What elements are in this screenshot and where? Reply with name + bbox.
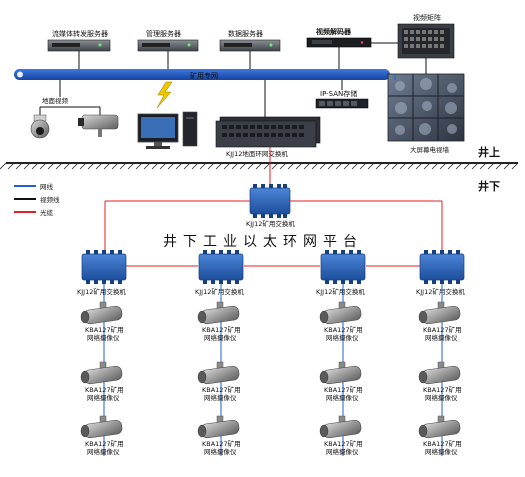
camera-label-type: 网络摄像仪 xyxy=(425,333,458,342)
ground-divider: 井上 井下 xyxy=(0,145,519,193)
below-ground-label: 井下 xyxy=(478,179,500,193)
camera-label-type: 网络摄像仪 xyxy=(87,393,120,402)
ground-switch-label: KJJ12地面环网交换机 xyxy=(226,149,288,158)
matrix-label: 视频矩阵 xyxy=(413,13,441,22)
camera-label-type: 网络摄像仪 xyxy=(87,333,120,342)
sub-switch-2-label: KJJ12矿用交换机 xyxy=(195,287,244,296)
data-server-label: 数据服务器 xyxy=(228,29,263,38)
camera-drop-lines xyxy=(103,284,443,456)
fiber-ring xyxy=(104,200,443,267)
surface-section: 流媒体转发服务器 管理服务器 数据服务器 视频解码器 视频矩阵 xyxy=(14,13,465,158)
camera-label-model: KBA127矿用 xyxy=(202,385,241,394)
camera-label-type: 网络摄像仪 xyxy=(204,447,237,456)
sub-switch-4 xyxy=(419,250,465,284)
platform-title: 井下工业以太环网平台 xyxy=(163,234,363,250)
ip-san-label: IP-SAN存储 xyxy=(320,89,357,98)
wireless-bolt-icon xyxy=(156,81,173,109)
camera-grid: KBA127矿用网络摄像仪KBA127矿用网络摄像仪KBA127矿用网络摄像仪K… xyxy=(80,301,462,456)
core-switch-label: KJJ12矿用交换机 xyxy=(246,219,295,228)
camera-label-type: 网络摄像仪 xyxy=(204,333,237,342)
video-decoder xyxy=(306,37,372,48)
legend-fiber-label: 光缆 xyxy=(40,208,54,217)
mine-network-label: 矿用专网 xyxy=(190,71,218,80)
camera-label-type: 网络摄像仪 xyxy=(204,393,237,402)
core-switch xyxy=(249,184,291,218)
legend-ethernet-label: 网线 xyxy=(40,182,54,191)
mine-camera-icon xyxy=(319,301,362,325)
mine-camera-icon xyxy=(319,361,362,385)
camera-label-model: KBA127矿用 xyxy=(85,385,124,394)
dome-camera-icon xyxy=(30,114,50,139)
ip-san-storage xyxy=(315,98,369,109)
decoder-label: 视频解码器 xyxy=(316,27,352,36)
mine-camera-icon xyxy=(197,415,240,439)
legend: 网线 视频线 光缆 xyxy=(14,182,60,217)
legend-video-label: 视频线 xyxy=(40,195,60,204)
streaming-server xyxy=(47,39,111,52)
sub-switch-1-label: KJJ12矿用交换机 xyxy=(77,287,126,296)
video-wall-label: 大屏幕电视墙 xyxy=(410,145,450,154)
camera-label-model: KBA127矿用 xyxy=(423,385,462,394)
camera-label-model: KBA127矿用 xyxy=(324,325,363,334)
mine-camera-icon xyxy=(197,361,240,385)
data-server xyxy=(219,39,281,52)
mine-camera-icon xyxy=(80,415,123,439)
camera-label-model: KBA127矿用 xyxy=(85,439,124,448)
management-server xyxy=(137,39,199,52)
camera-label-model: KBA127矿用 xyxy=(202,325,241,334)
management-server-label: 管理服务器 xyxy=(146,29,181,38)
camera-label-type: 网络摄像仪 xyxy=(87,447,120,456)
sub-switch-3 xyxy=(320,250,366,284)
camera-label-model: KBA127矿用 xyxy=(85,325,124,334)
mine-camera-icon xyxy=(418,415,461,439)
sub-switch-3-label: KJJ12矿用交换机 xyxy=(316,287,365,296)
sub-switch-2 xyxy=(198,250,244,284)
camera-label-type: 网络摄像仪 xyxy=(425,447,458,456)
camera-label-model: KBA127矿用 xyxy=(202,439,241,448)
box-camera-icon xyxy=(78,114,119,137)
mine-camera-icon xyxy=(418,301,461,325)
mine-camera-icon xyxy=(197,301,240,325)
mine-camera-icon xyxy=(418,361,461,385)
workstation-icon xyxy=(137,111,198,149)
mine-camera-icon xyxy=(319,415,362,439)
mine-network-bus: 矿用专网 xyxy=(14,69,390,80)
video-wall xyxy=(387,73,465,142)
camera-label-model: KBA127矿用 xyxy=(423,325,462,334)
server-drop-lines xyxy=(78,47,340,69)
mine-camera-icon xyxy=(80,301,123,325)
underground-section: KJJ12矿用交换机 井下工业以太环网平台 KJJ12矿用交换机 KJJ12矿用… xyxy=(77,147,465,456)
camera-label-type: 网络摄像仪 xyxy=(425,393,458,402)
camera-label-model: KBA127矿用 xyxy=(324,439,363,448)
mine-camera-icon xyxy=(80,361,123,385)
video-matrix xyxy=(397,23,455,59)
surface-video-label: 地面视频 xyxy=(42,96,69,105)
camera-label-type: 网络摄像仪 xyxy=(326,447,359,456)
sub-switch-1 xyxy=(81,250,127,284)
streaming-server-label: 流媒体转发服务器 xyxy=(52,29,108,38)
ground-ring-switch xyxy=(215,116,321,148)
camera-label-type: 网络摄像仪 xyxy=(326,333,359,342)
camera-label-type: 网络摄像仪 xyxy=(326,393,359,402)
above-ground-label: 井上 xyxy=(478,145,500,159)
camera-label-model: KBA127矿用 xyxy=(423,439,462,448)
sub-switch-4-label: KJJ12矿用交换机 xyxy=(416,287,465,296)
camera-label-model: KBA127矿用 xyxy=(324,385,363,394)
